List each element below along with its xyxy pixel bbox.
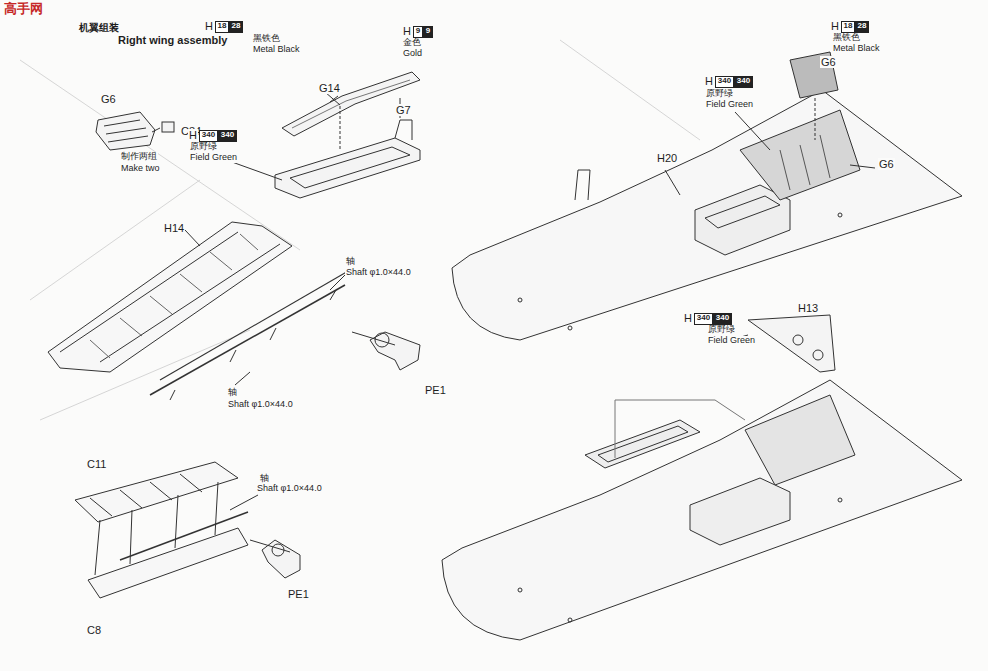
color-name-zh: 原野绿 (705, 89, 734, 99)
color-name: Field Green (189, 153, 238, 163)
paint-code-box: 18 (215, 21, 229, 33)
paint-code: H (402, 25, 412, 37)
dimension: Shaft φ1.0×44.0 (227, 400, 294, 410)
paint-number: 18 (218, 21, 227, 30)
paint-number: 340 (221, 130, 234, 139)
paint-code-dark: 28 (229, 21, 243, 33)
paint-code: H (204, 20, 214, 32)
color-name-zh: 原野绿 (189, 142, 218, 152)
paint-code-box: 9 (413, 26, 423, 38)
paint-number: 28 (858, 21, 867, 30)
part-number: PE1 (424, 384, 447, 396)
paint-code: H (704, 75, 714, 87)
color-name: Metal Black (252, 45, 301, 55)
part-number: G6 (878, 158, 895, 170)
heading-zh: 机翼组装 (78, 22, 120, 33)
part-number: G6 (820, 56, 837, 68)
paint-number: 340 (718, 76, 731, 85)
paint-number: 28 (232, 21, 241, 30)
part-number: H20 (656, 152, 678, 164)
paint-code-dark: 28 (855, 21, 869, 33)
paint-code: H (830, 20, 840, 32)
paint-number: 340 (737, 76, 750, 85)
note-zh: 轴 (227, 388, 238, 398)
part-number: PE1 (287, 588, 310, 600)
paint-code: H (683, 312, 693, 324)
part-number: H13 (797, 302, 819, 314)
watermark: 高手网 (3, 2, 44, 16)
note-zh: 轴 (345, 257, 356, 267)
paint-number: 340 (716, 313, 729, 322)
note-zh: 轴 (259, 474, 270, 484)
part-number: H14 (163, 222, 185, 234)
color-name: Metal Black (832, 44, 881, 54)
color-name: Field Green (707, 336, 756, 346)
paint-code-dark: 9 (423, 26, 433, 38)
color-name: Gold (402, 49, 423, 59)
part-number: C11 (86, 458, 107, 470)
paint-number: 9 (426, 26, 430, 35)
color-name-zh: 金色 (402, 38, 422, 48)
part-number: C8 (86, 624, 102, 636)
color-name-zh: 黑铁色 (832, 33, 861, 43)
note-zh: 制作两组 (120, 152, 158, 162)
paint-number: 340 (202, 130, 215, 139)
note: Make two (120, 164, 161, 174)
paint-code-box: 18 (841, 21, 855, 33)
part-number: G7 (395, 104, 412, 116)
paint-code-box: 340 (694, 313, 713, 325)
dimension: Shaft φ1.0×44.0 (345, 268, 412, 278)
paint-code: H (188, 129, 198, 141)
paint-code-box: 340 (715, 76, 734, 88)
paint-code-dark: 340 (713, 313, 732, 325)
paint-code-box: 340 (199, 130, 218, 142)
color-name-zh: 原野绿 (707, 325, 736, 335)
part-number: G6 (100, 93, 117, 105)
paint-code-dark: 340 (218, 130, 237, 142)
dimension: Shaft φ1.0×44.0 (256, 484, 323, 494)
part-number: G14 (318, 82, 341, 94)
paint-number: 18 (844, 21, 853, 30)
color-name-zh: 黑铁色 (252, 34, 281, 44)
paint-number: 340 (697, 313, 710, 322)
paint-code-dark: 340 (734, 76, 753, 88)
heading: Right wing assembly (117, 34, 228, 46)
color-name: Field Green (705, 100, 754, 110)
paint-number: 9 (416, 26, 420, 35)
